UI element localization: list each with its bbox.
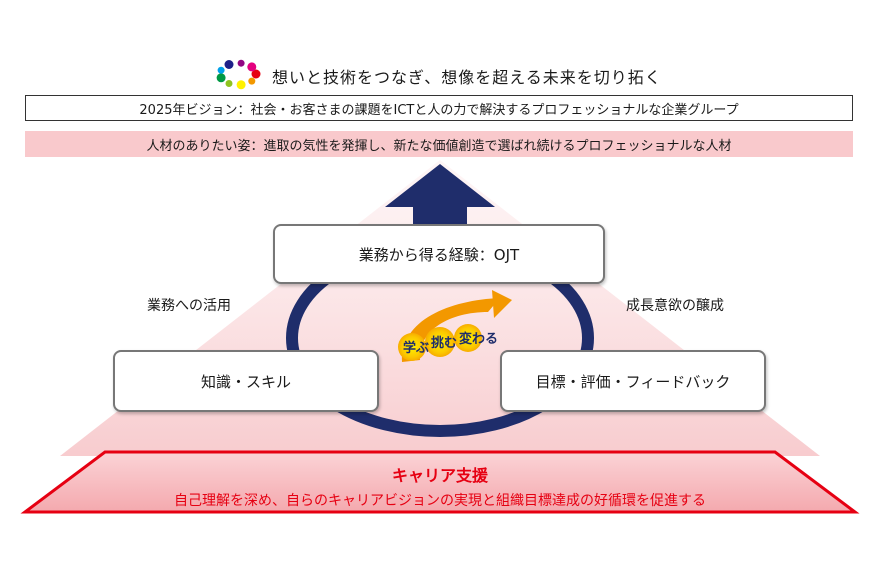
svg-text:学ぶ: 学ぶ — [403, 340, 429, 356]
logo-dot — [216, 73, 226, 83]
goal-evaluation-label: 目標・評価・フィードバック — [535, 372, 731, 391]
apply-to-work-label: 業務への活用 — [147, 298, 231, 314]
logo-dot — [217, 66, 225, 74]
vision-text: 2025年ビジョン：社会・お客さまの課題をICTと人の力で解決するプロフェッショ… — [139, 102, 739, 118]
logo-dot — [224, 60, 234, 69]
vision-2025-box: 2025年ビジョン：社会・お客さまの課題をICTと人の力で解決するプロフェッショ… — [25, 95, 853, 121]
corporate-slogan: 想いと技術をつなぎ、想像を超える未来を切り拓く — [272, 68, 662, 87]
knowledge-skill-label: 知識・スキル — [200, 372, 291, 391]
logo-dot — [237, 59, 245, 67]
manabu-idomu-kawaru-logo: 学ぶ 挑む 変わる — [398, 290, 512, 362]
career-base — [20, 450, 860, 514]
svg-text:挑む: 挑む — [431, 335, 457, 351]
logo-dot — [247, 62, 257, 72]
corporate-dot-logo — [216, 59, 261, 90]
goal-evaluation-box: 目標・評価・フィードバック — [500, 350, 766, 412]
ojt-box: 業務から得る経験：OJT — [273, 224, 605, 284]
career-support-title: キャリア支援 — [391, 466, 488, 485]
up-arrow — [385, 164, 495, 252]
logo-dot — [236, 80, 246, 90]
logo-dot — [248, 77, 256, 85]
knowledge-skill-box: 知識・スキル — [113, 350, 379, 412]
ojt-label: 業務から得る経験：OJT — [358, 245, 520, 264]
career-support-description: 自己理解を深め、自らのキャリアビジョンの実現と組織目標達成の好循環を促進する — [174, 493, 706, 509]
ideal-person-band: 人材のありたい姿：進取の気性を発揮し、新たな価値創造で選ばれ続けるプロフェッショ… — [25, 131, 853, 157]
logo-dot — [251, 69, 261, 79]
ideal-person-text: 人材のありたい姿：進取の気性を発揮し、新たな価値創造で選ばれ続けるプロフェッショ… — [146, 138, 732, 154]
growth-motivation-label: 成長意欲の醸成 — [626, 298, 724, 314]
logo-dot — [225, 80, 233, 87]
svg-text:変わる: 変わる — [459, 331, 498, 347]
